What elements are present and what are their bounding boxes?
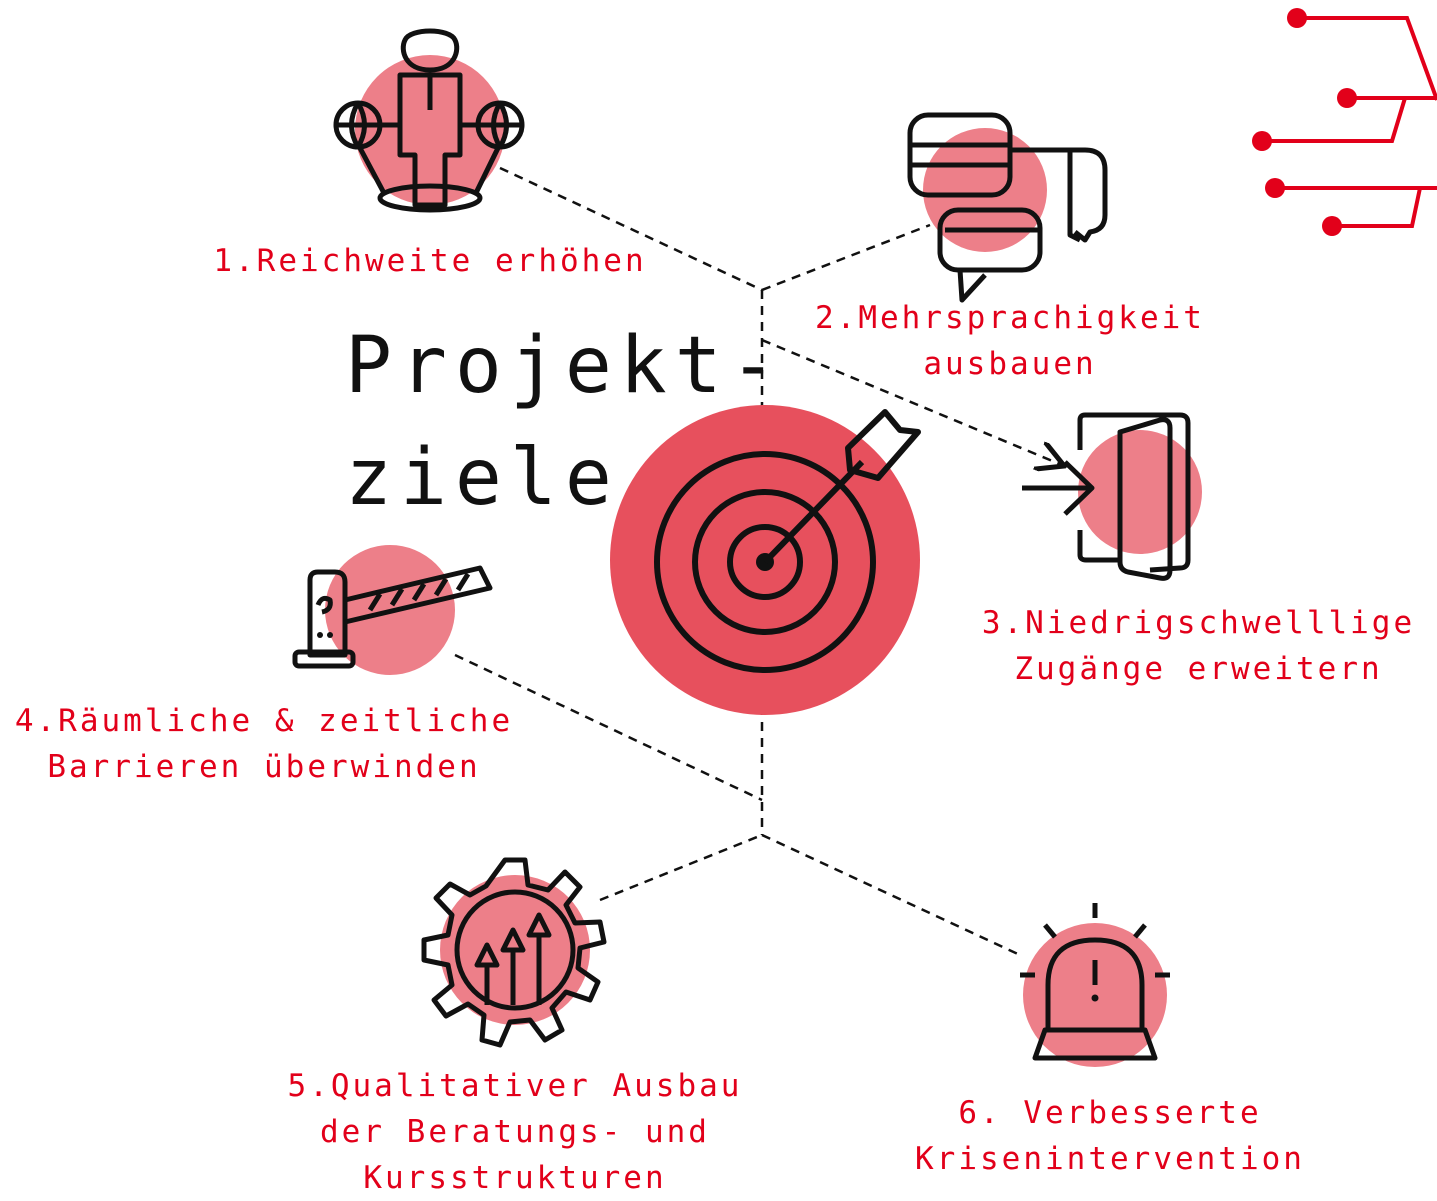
gear-growth-icon (421, 857, 607, 1048)
goal-2-line-2: ausbauen (923, 346, 1097, 382)
page-title-line2: ziele (345, 433, 620, 523)
page-title-line1: Projekt- (345, 321, 785, 411)
goal-3-line-2: Zugänge erweitern (1014, 651, 1383, 687)
page-title: Projekt- ziele (345, 310, 785, 534)
goal-3-line-1: 3.Niedrigschwelllige (981, 605, 1416, 641)
speech-bubbles-icon (907, 112, 1108, 303)
goal-label-3: 3.Niedrigschwelllige Zugänge erweitern (960, 600, 1437, 692)
goal-label-1: 1.Reichweite erhöhen (190, 238, 670, 284)
alarm-siren-icon (1020, 903, 1170, 1067)
goal-5-line-3: Kursstrukturen (363, 1160, 667, 1196)
goal-4-line-2: Barrieren überwinden (47, 749, 481, 785)
goal-label-5: 5.Qualitativer Ausbau der Beratungs- und… (255, 1063, 775, 1201)
goal-label-6: 6. Verbesserte Krisenintervention (880, 1090, 1340, 1182)
door-entry-icon (1022, 412, 1202, 581)
goal-5-line-1: 5.Qualitativer Ausbau (287, 1068, 743, 1104)
goal-4-line-1: 4.Räumliche & zeitliche (14, 703, 514, 739)
goal-label-2: 2.Mehrsprachigkeit ausbauen (780, 295, 1240, 387)
circuit-lines-icon (1252, 8, 1437, 236)
goal-1-line-1: 1.Reichweite erhöhen (213, 243, 647, 279)
goal-label-4: 4.Räumliche & zeitliche Barrieren überwi… (0, 698, 528, 790)
goal-6-line-2: Krisenintervention (915, 1141, 1305, 1177)
goal-6-line-1: 6. Verbesserte (958, 1095, 1262, 1131)
target-arrow-icon (610, 405, 921, 715)
goal-5-line-2: der Beratungs- und (320, 1114, 710, 1150)
person-with-globes-icon (333, 28, 525, 213)
goal-2-line-1: 2.Mehrsprachigkeit (815, 300, 1205, 336)
barrier-gate-icon (292, 545, 493, 675)
